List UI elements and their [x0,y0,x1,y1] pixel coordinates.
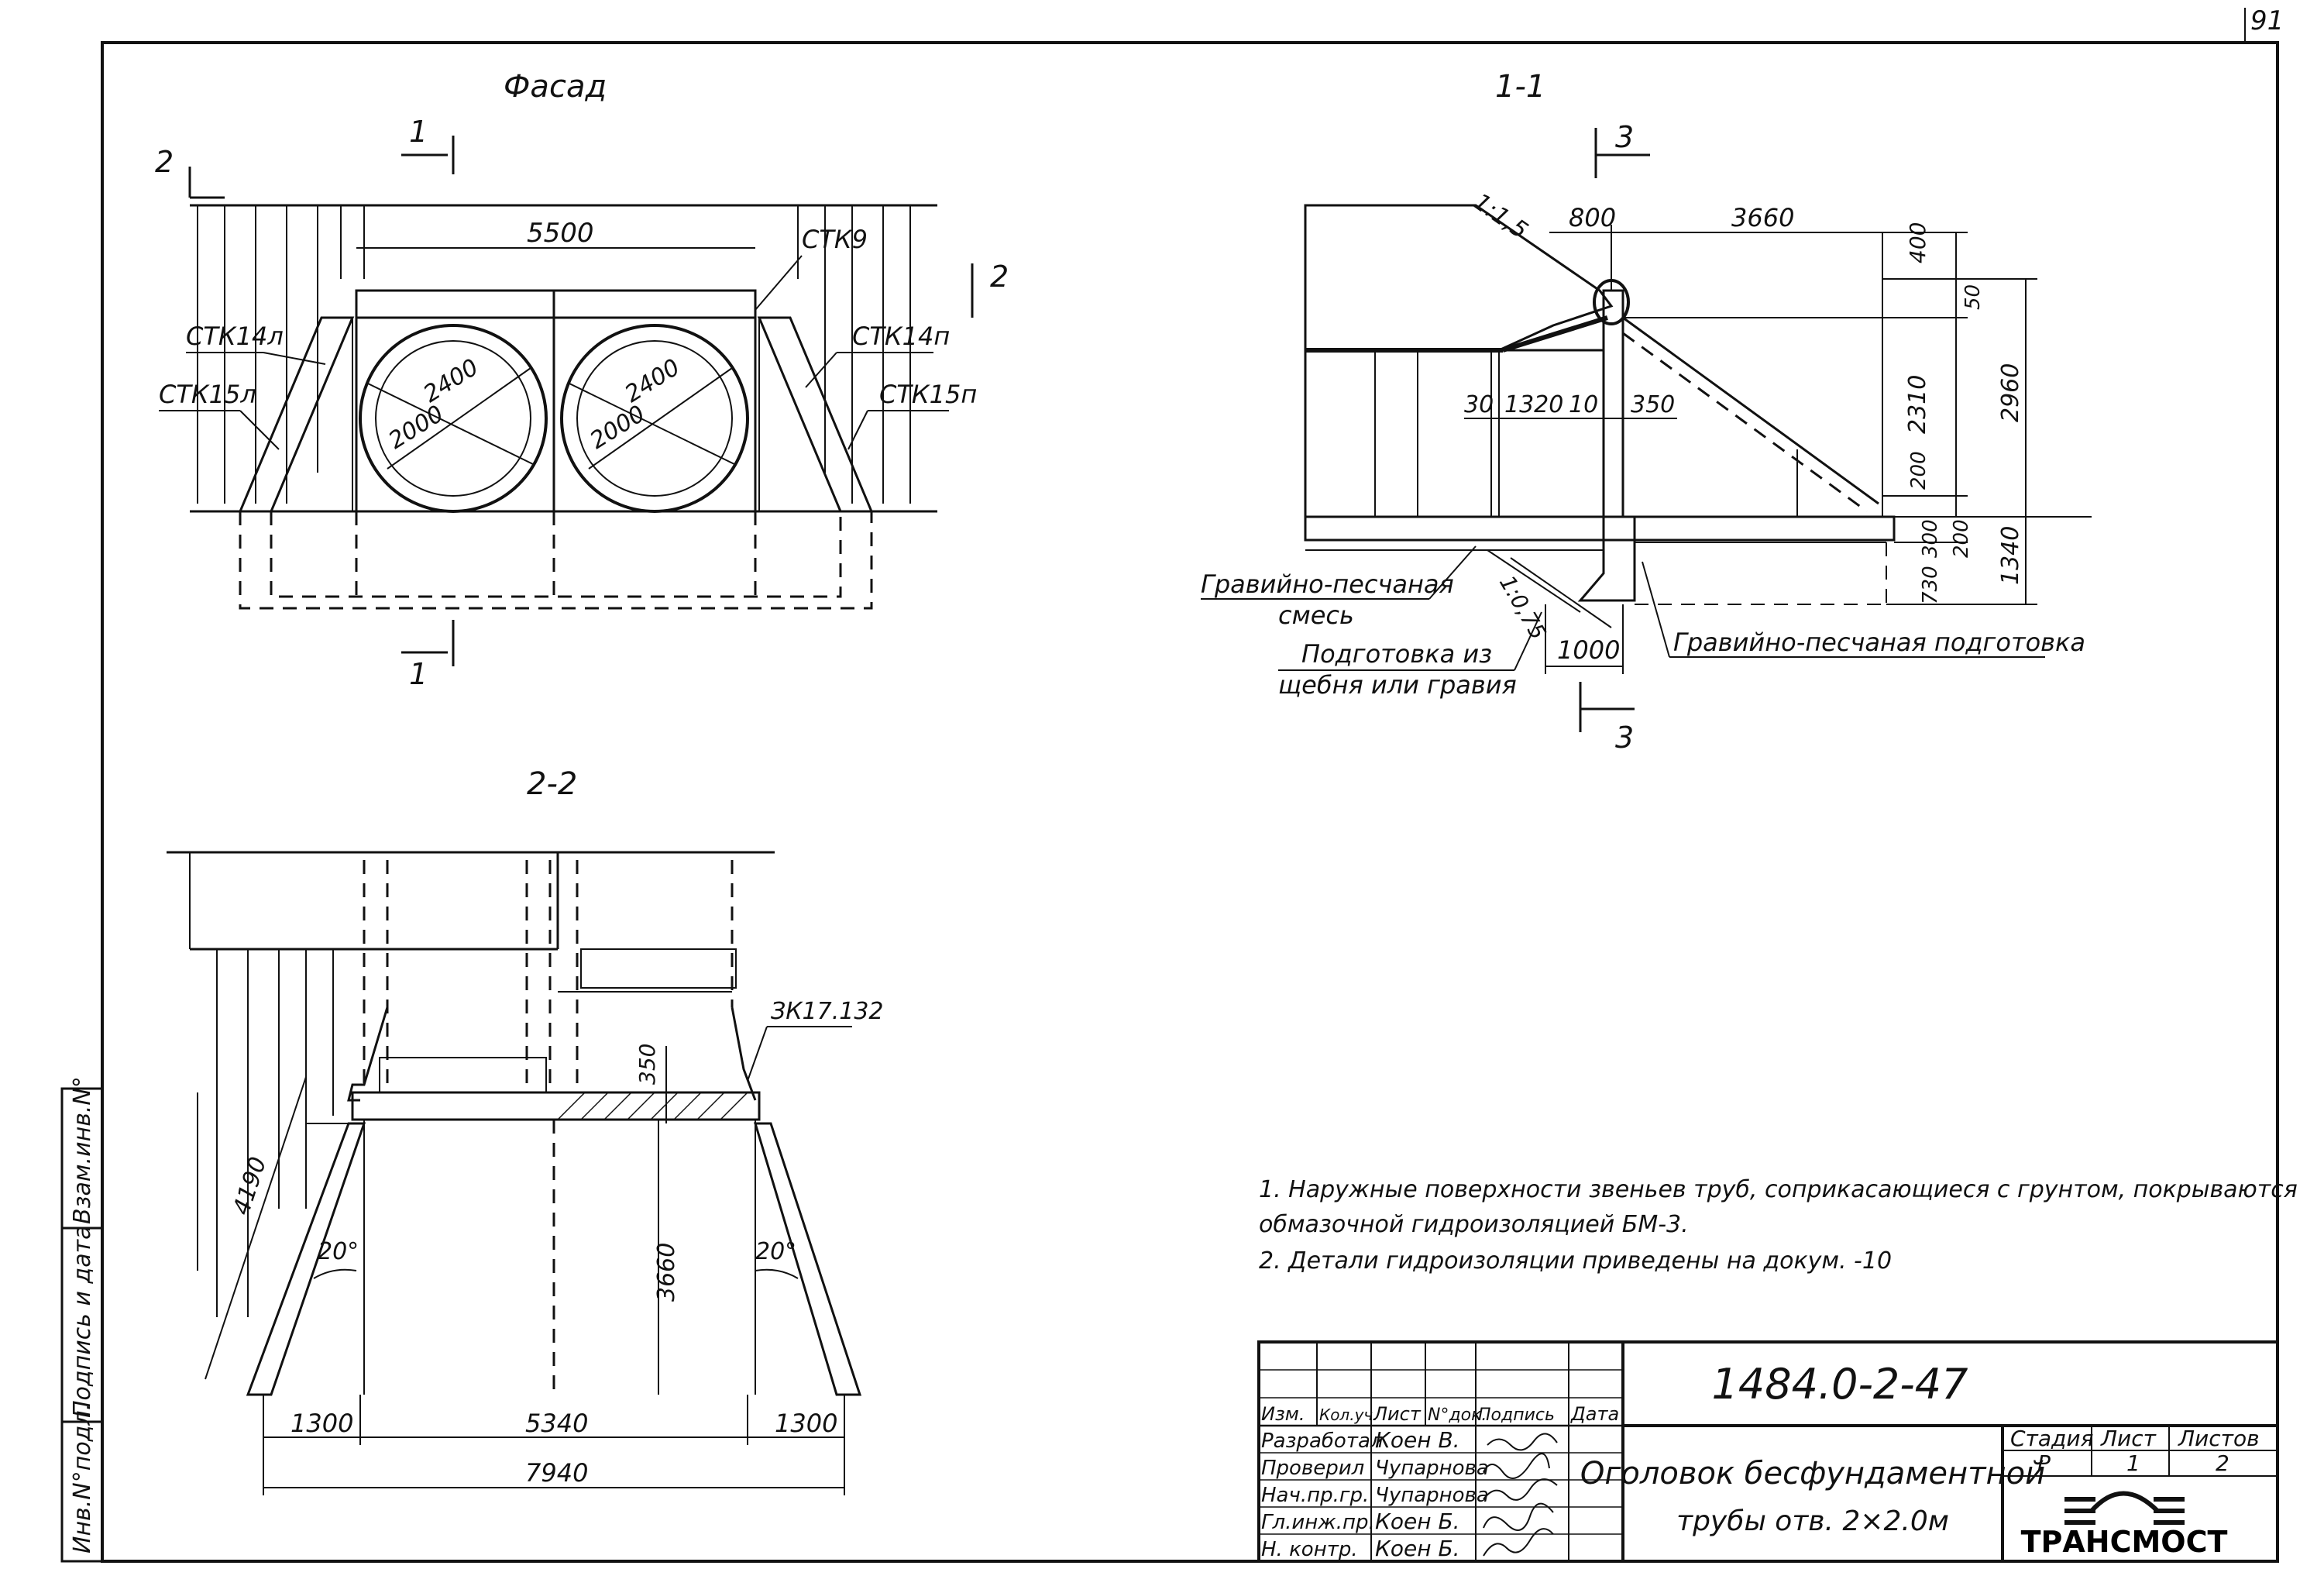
dim-1320: 1320 [1504,391,1563,418]
facade-view: Фасад 2 1 2 1 5500 [155,69,1009,691]
hdr-ndok: N°док. [1428,1405,1487,1425]
dim-7940: 7940 [525,1458,588,1488]
hdr-list: Лист [1373,1403,1422,1425]
dim-350-2-2: 350 [634,1044,660,1085]
label-stk14l: СТК14л [186,322,284,351]
dim-3660-top: 3660 [1731,203,1794,232]
name-4: Коен Б. [1375,1536,1460,1561]
dim-400: 400 [1905,222,1930,263]
label-gravel-mix-2: смесь [1278,600,1354,630]
label-stk15l: СТК15л [159,380,256,409]
page-number: 91 [2250,5,2284,36]
dim-300: 300 [1919,519,1942,558]
dim-1300-right: 1300 [775,1409,837,1438]
title-line-1: Оголовок бесфундаментной [1580,1456,2045,1492]
name-0: Коен В. [1375,1427,1460,1453]
stage-value: Р [2037,1450,2051,1476]
hdr-kolch: Кол.уч. [1319,1405,1378,1424]
dim-730: 730 [1919,566,1942,604]
section-mark-2-right: 2 [990,260,1009,294]
hdr-data: Дата [1570,1403,1619,1425]
name-1: Чупарнова [1375,1457,1489,1480]
angle-left: 20° [318,1238,359,1265]
role-2: Нач.пр.гр. [1261,1484,1369,1507]
dim-1300-left: 1300 [290,1409,353,1438]
section-2-2-view: 2-2 ЗК17.132 350 [167,766,884,1495]
name-3: Коен Б. [1375,1509,1460,1534]
transmost-logo-icon: ТРАНСМОСТ [2021,1491,2228,1559]
dim-1340: 1340 [1997,526,2024,585]
dim-30: 30 [1464,391,1494,418]
section-mark-3-top: 3 [1615,120,1634,154]
note-1-cont: обмазочной гидроизоляцией БМ-3. [1259,1211,1689,1238]
dim-3660-2-2: 3660 [653,1243,680,1302]
label-zk17: ЗК17.132 [771,998,884,1025]
slope-top: 1:1,5 [1468,188,1532,245]
signature-1 [1483,1453,1550,1479]
hdr-podpis: Подпись [1478,1405,1555,1425]
dim-800: 800 [1569,203,1616,232]
dim-5340: 5340 [525,1409,588,1438]
signature-4 [1483,1528,1554,1557]
label-prep-1: Подготовка из [1301,639,1492,669]
note-2: 2. Детали гидроизоляции приведены на док… [1259,1247,1892,1275]
label-gravel-prep: Гравийно-песчаная подготовка [1673,628,2085,657]
dim-200-upper: 200 [1907,451,1930,490]
dim-2310: 2310 [1904,375,1931,434]
pipe-left-outer: 2400 [419,354,483,408]
angle-right: 20° [755,1238,796,1265]
title-block: Изм. Кол.уч. Лист N°док. Подпись Дата Ра… [1257,1340,2279,1563]
dim-2960: 2960 [1997,363,2024,422]
dim-1000: 1000 [1557,635,1620,665]
slope-bottom: 1:0,75 [1494,571,1551,644]
facade-title: Фасад [504,69,607,105]
pipe-right-outer: 2400 [621,354,685,408]
hdr-izm: Изм. [1261,1403,1305,1425]
role-0: Разработал [1261,1430,1384,1453]
section-mark-1-top: 1 [409,115,428,149]
dim-10: 10 [1569,391,1598,418]
signature-0 [1487,1433,1558,1451]
sheet-value: 1 [2126,1450,2140,1476]
dim-200-lower: 200 [1950,519,1973,558]
label-stk9: СТК9 [802,225,868,254]
role-4: Н. контр. [1261,1538,1358,1561]
label-stk14p: СТК14п [852,322,950,351]
section-1-1-title: 1-1 [1495,69,1545,105]
section-mark-3-bottom: 3 [1615,721,1634,755]
section-mark-1-bottom: 1 [409,657,428,691]
logo-text: ТРАНСМОСТ [2021,1525,2228,1559]
signature-3 [1483,1502,1554,1531]
facade-dim-5500: 5500 [527,218,594,249]
name-2: Чупарнова [1375,1484,1489,1507]
section-1-1-view: 1-1 3 1:1,5 800 3 [1201,69,2092,755]
section-2-2-title: 2-2 [527,766,577,802]
label-stk15p: СТК15п [879,380,977,409]
note-1: 1. Наружные поверхности звеньев труб, со… [1259,1176,2298,1203]
label-prep-2: щебня или гравия [1278,670,1517,700]
role-1: Проверил [1261,1457,1364,1480]
stamp-podpis: Подпись и дата [69,1226,96,1419]
signature-2 [1483,1478,1558,1501]
role-3: Гл.инж.пр. [1261,1511,1375,1534]
stage-label: Стадия [2010,1426,2093,1451]
label-gravel-mix-1: Гравийно-песчаная [1201,569,1454,599]
dim-50: 50 [1961,284,1985,310]
title-line-2: трубы отв. 2×2.0м [1676,1505,1949,1537]
stamp-vzam: Взам.инв.N° [69,1076,96,1224]
sheet-label: Лист [2100,1426,2157,1451]
sheets-label: Листов [2178,1426,2260,1451]
section-mark-2-left: 2 [155,145,174,179]
notes: 1. Наружные поверхности звеньев труб, со… [1259,1176,2298,1275]
pipe-right-inner: 2000 [586,401,650,455]
pipe-left-inner: 2000 [384,401,449,455]
sheets-value: 2 [2216,1450,2229,1476]
dim-350-1-1: 350 [1631,391,1675,418]
stamp-inv-podl: Инв.N°подл. [69,1403,96,1553]
doc-code: 1484.0-2-47 [1712,1360,1968,1409]
dim-4190: 4190 [228,1154,272,1218]
side-stamp: Инв.N°подл. Подпись и дата Взам.инв.N° [60,1076,104,1563]
sheet-frame [101,41,2279,1563]
